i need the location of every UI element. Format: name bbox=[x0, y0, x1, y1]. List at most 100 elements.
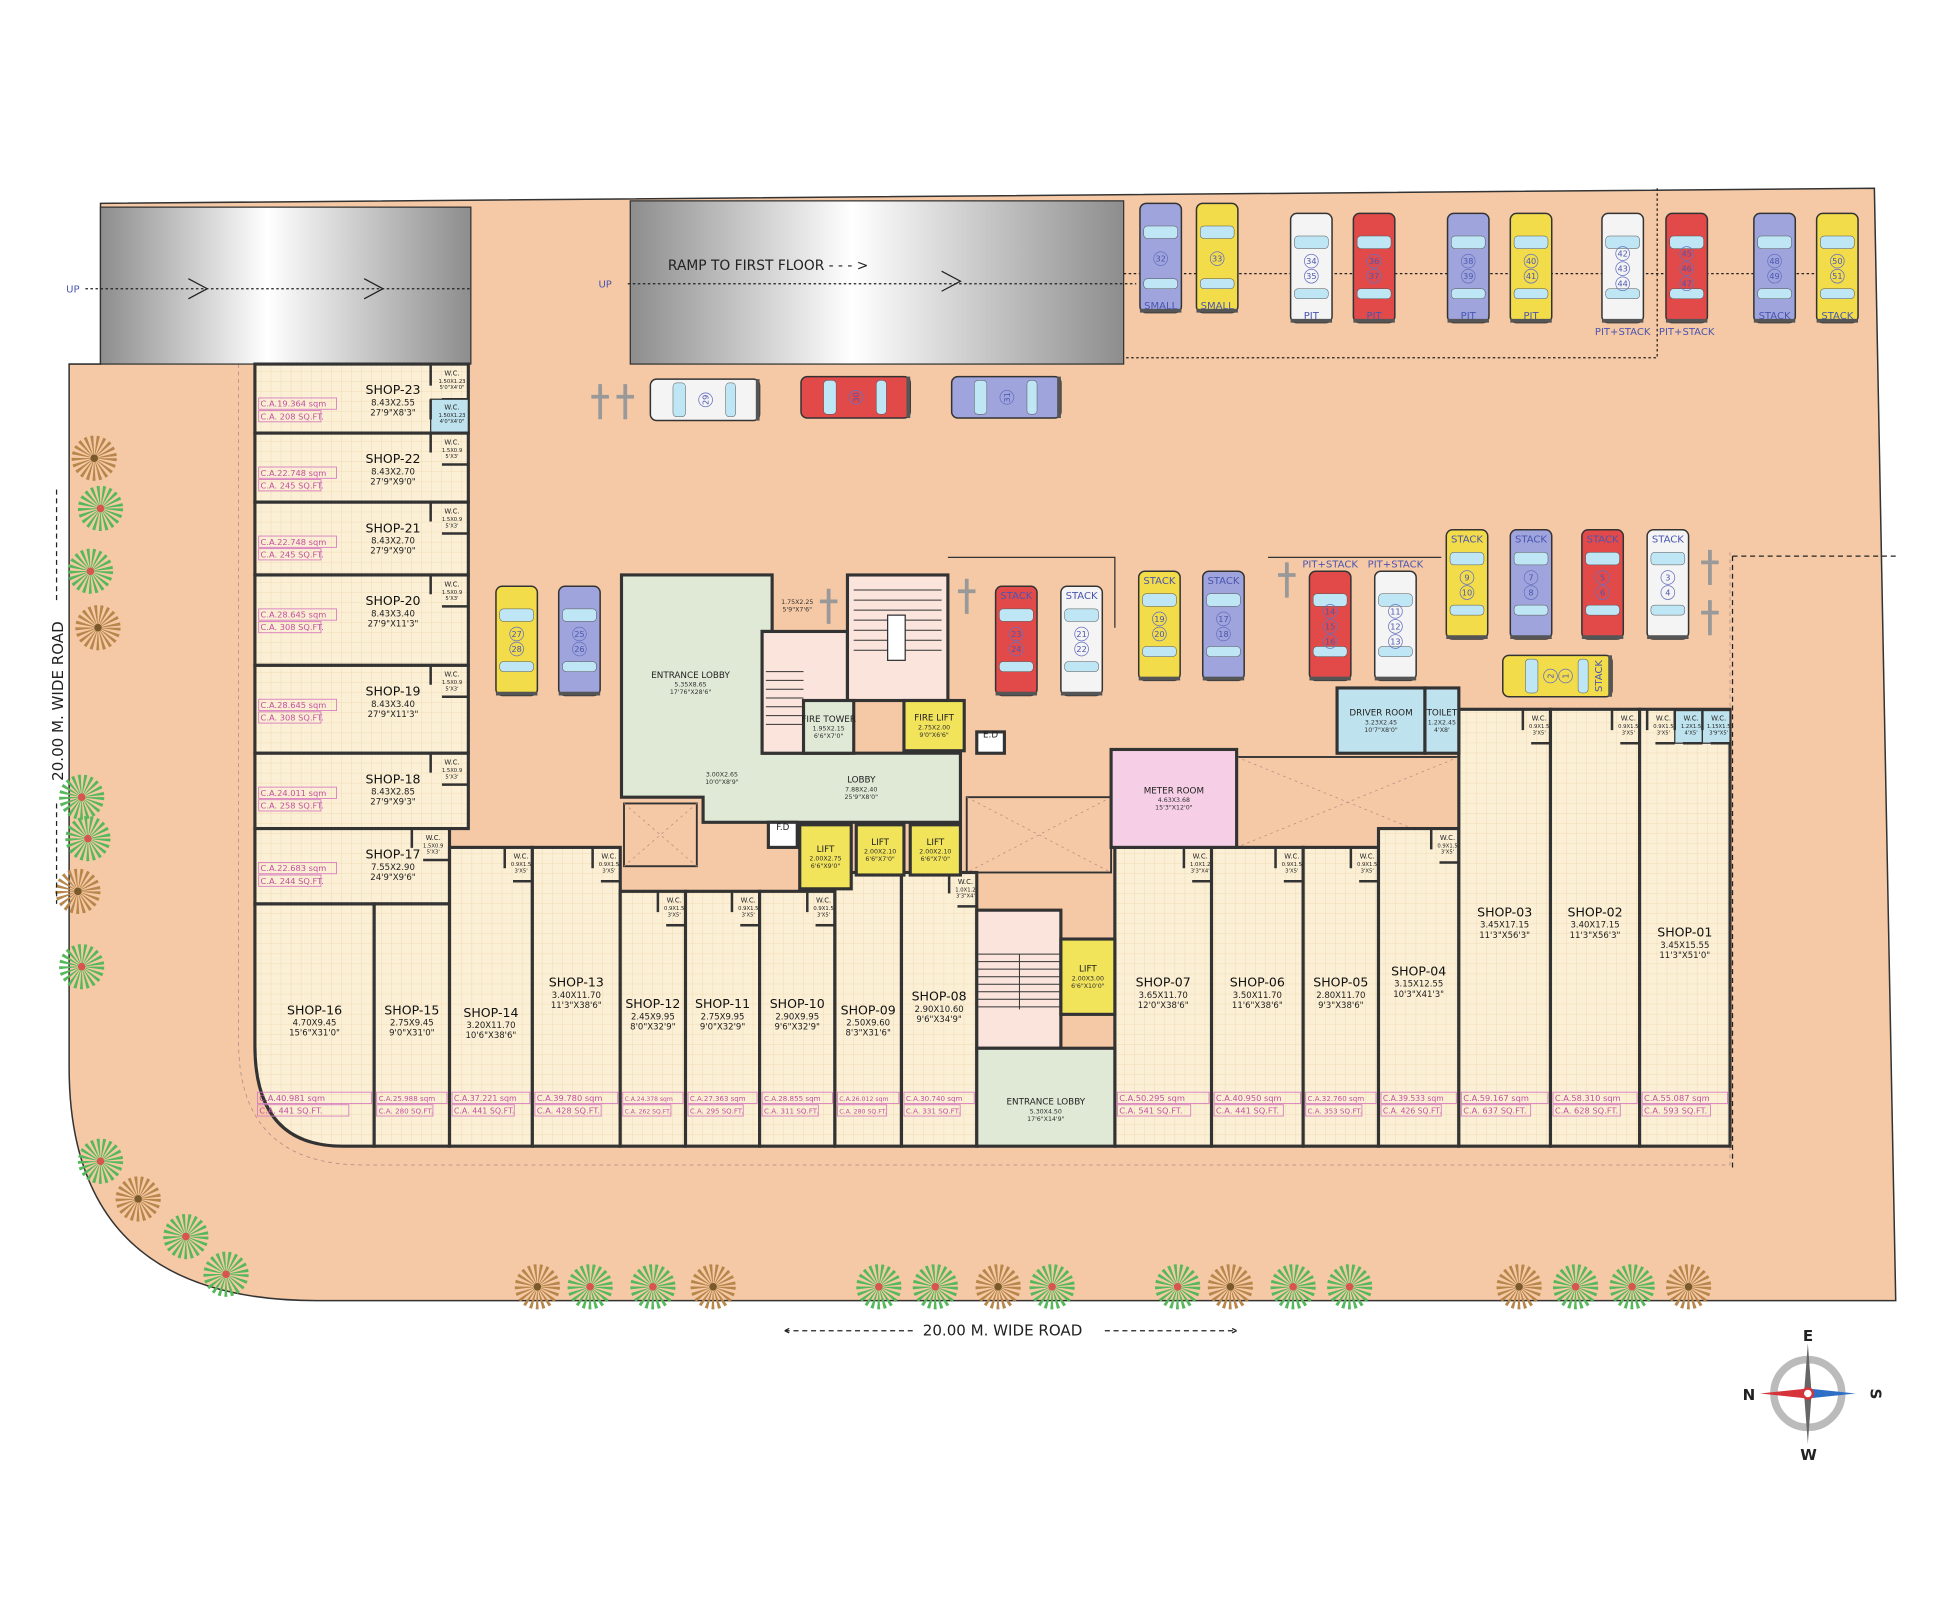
carpet-area-sqm: C.A.39.533 sqm bbox=[1383, 1094, 1444, 1103]
room-dimensions-ft: 9'0"X6'6" bbox=[919, 732, 949, 739]
shop-name: SHOP-14 bbox=[463, 1005, 518, 1020]
space-number: 22 bbox=[1076, 644, 1086, 654]
shop-11[interactable]: SHOP-112.75X9.959'0"X32'9"C.A.27.363 sqm… bbox=[683, 889, 762, 1148]
carpet-area-sqm: C.A.50.295 sqm bbox=[1119, 1093, 1185, 1103]
room-dimensions-ft: 6'6"X7'0" bbox=[814, 733, 844, 740]
wc-room: W.C.0.9X1.53'X5' bbox=[503, 848, 533, 883]
open-to-sky-area bbox=[623, 802, 698, 868]
shop-10[interactable]: SHOP-102.90X9.959'6"X32'9"C.A.28.855 sqm… bbox=[758, 889, 837, 1148]
car-rear-window bbox=[1605, 288, 1640, 300]
shop-15[interactable]: SHOP-152.75X9.459'0"X31'0"C.A.25.988 sqm… bbox=[372, 902, 452, 1148]
tree-center bbox=[134, 1195, 142, 1203]
road-label-bottom: 20.00 M. WIDE ROAD bbox=[923, 1322, 1083, 1340]
shop-name: SHOP-13 bbox=[549, 975, 604, 990]
shop-dimensions-ft: 27'9"X8'3" bbox=[370, 409, 416, 419]
parking-space-29[interactable]: 29 bbox=[649, 378, 761, 422]
carpet-area-box bbox=[258, 410, 322, 423]
shop-12[interactable]: SHOP-122.45X9.958'0"X32'9"C.A.24.378 sqm… bbox=[618, 889, 688, 1148]
parking-guide-line bbox=[947, 556, 1442, 628]
shop-05[interactable]: SHOP-052.80X11.709'3"X38'6"C.A.32.760 sq… bbox=[1301, 845, 1381, 1148]
tree-center bbox=[1173, 1283, 1182, 1291]
parking-type-label: STACK bbox=[1000, 591, 1032, 602]
room-floor bbox=[801, 698, 856, 755]
shop-dimensions-m: 3.40X11.70 bbox=[552, 991, 601, 1001]
shop-name: SHOP-12 bbox=[625, 996, 680, 1011]
room-dimensions-ft: 10'0"X8'9" bbox=[705, 779, 739, 786]
carpet-area-sqm: C.A.40.950 sqm bbox=[1216, 1093, 1282, 1103]
room-dimensions-m: 2.00X2.75 bbox=[809, 856, 841, 863]
carpet-area-sqft: C.A. 280 SQ.FT. bbox=[379, 1107, 434, 1116]
parking-space-31[interactable]: 31 bbox=[950, 375, 1062, 419]
parking-space-30[interactable]: 30 bbox=[800, 375, 911, 419]
wc-dimensions-ft: 5'0"X4'0" bbox=[440, 385, 465, 391]
wc-label: W.C. bbox=[444, 759, 459, 767]
drive-path-line bbox=[85, 188, 1846, 359]
room-dimensions-m: 4.63X3.68 bbox=[1158, 797, 1190, 804]
space-number: 1 bbox=[1560, 673, 1570, 678]
shop-09[interactable]: SHOP-092.50X9.608'3"X31'6"C.A.26.012 sqm… bbox=[833, 870, 904, 1148]
carpet-area-sqft: C.A. 331 SQ.FT. bbox=[906, 1107, 961, 1116]
shop-name: SHOP-19 bbox=[365, 683, 420, 698]
shop-08[interactable]: SHOP-082.90X10.609'6"X34'9"C.A.30.740 sq… bbox=[899, 870, 979, 1148]
wc-room: W.C.1.50X1.234'0"X4'0" bbox=[429, 398, 469, 435]
space-number: 48 bbox=[1769, 256, 1779, 266]
car-icon: 31 bbox=[950, 375, 1062, 419]
shop-dimensions-ft: 9'6"X32'9" bbox=[775, 1022, 821, 1032]
tree-center bbox=[1226, 1283, 1235, 1291]
car-windshield bbox=[1312, 593, 1348, 607]
wc-wall bbox=[730, 892, 760, 927]
shop-name: SHOP-10 bbox=[770, 996, 825, 1011]
space-number-circle bbox=[1388, 634, 1403, 649]
tree-icon bbox=[912, 1264, 958, 1310]
space-number-circle bbox=[1074, 641, 1089, 657]
shop-floor bbox=[253, 902, 376, 1148]
tree-center bbox=[649, 1283, 657, 1291]
wc-dimensions-ft: 3'X5' bbox=[1622, 730, 1635, 736]
wc-dimensions-ft: 5'X3' bbox=[445, 686, 458, 692]
carpet-area-sqm: C.A.25.988 sqm bbox=[379, 1094, 436, 1103]
wc-label: W.C. bbox=[426, 834, 441, 842]
shop-name: SHOP-18 bbox=[365, 771, 420, 786]
carpet-area-box bbox=[258, 466, 337, 479]
